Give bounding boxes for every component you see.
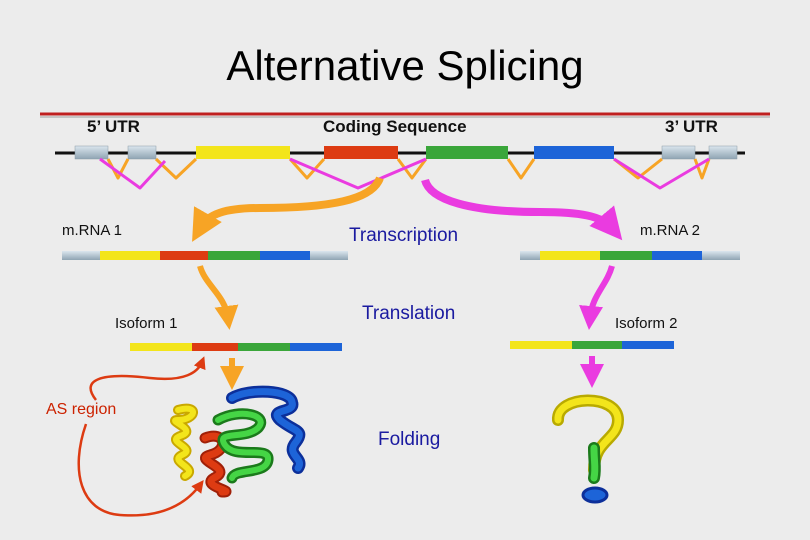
gene-structure [55,145,745,160]
isoform2-bar [510,341,674,349]
transcription-arrow-1 [192,176,384,242]
yellow-exon [196,146,290,159]
isoform2-label: Isoform 2 [615,315,678,332]
coding-sequence-label: Coding Sequence [323,117,467,136]
transcription-arrow-2 [421,178,623,241]
folding-label: Folding [378,429,441,450]
mrna2-label: m.RNA 2 [640,222,701,239]
utr5-label: 5’ UTR [87,117,140,136]
question-mark-protein-isoform2 [552,394,625,504]
utr3-exon-1 [661,145,696,160]
as-region-label: AS region [46,401,117,418]
translation-label: Translation [362,303,456,324]
translation-arrow-2 [579,265,615,330]
as-region-arrow-top [89,356,206,401]
utr3-label: 3’ UTR [665,117,718,136]
utr3-exon-2 [708,145,738,160]
isoform1-label: Isoform 1 [115,315,178,332]
utr5-exon-1 [74,145,109,160]
mrna1-bar [62,251,348,260]
red-exon [324,146,398,159]
isoform1-bar [130,343,342,351]
diagram-title: Alternative Splicing [226,42,584,89]
translation-arrow-1 [197,265,239,330]
splice-magenta [99,157,710,190]
mrna2-bar [520,251,740,260]
green-exon [426,146,508,159]
folded-protein-isoform1 [170,385,306,498]
transcription-label: Transcription [349,225,459,246]
utr5-exon-2 [127,145,157,160]
blue-exon [534,146,614,159]
as-region-arrow-bottom [77,423,204,517]
mrna1-label: m.RNA 1 [62,222,123,239]
